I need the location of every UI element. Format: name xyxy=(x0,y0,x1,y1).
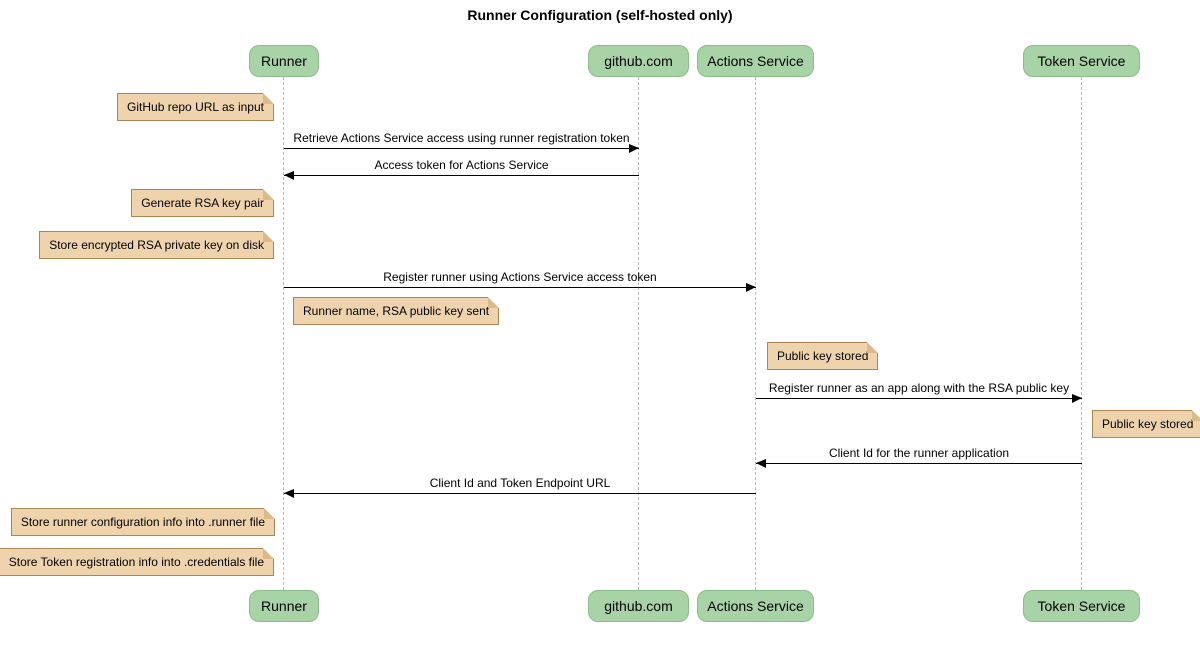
participant-token-service-top: Token Service xyxy=(1023,45,1140,77)
message-label: Client Id and Token Endpoint URL xyxy=(429,476,611,490)
lifeline-token-service xyxy=(1081,77,1082,590)
arrowhead-right-icon xyxy=(629,144,639,153)
note-store-token-registration: Store Token registration info into .cred… xyxy=(0,548,275,576)
note-text: Public key stored xyxy=(777,349,869,363)
arrowhead-left-icon xyxy=(284,489,294,498)
note-public-key-stored-actions: Public key stored xyxy=(767,342,879,370)
lifeline-runner xyxy=(283,77,284,590)
message-line xyxy=(284,144,639,153)
message-label: Register runner using Actions Service ac… xyxy=(383,270,657,284)
message-line xyxy=(756,394,1082,403)
arrowhead-right-icon xyxy=(1072,394,1082,403)
message-line xyxy=(284,171,639,180)
note-text: Public key stored xyxy=(1102,417,1194,431)
note-github-repo-url: GitHub repo URL as input xyxy=(117,93,274,121)
message-label: Client Id for the runner application xyxy=(828,446,1010,460)
note-store-encrypted-rsa-key: Store encrypted RSA private key on disk xyxy=(39,231,274,259)
message-line xyxy=(756,459,1082,468)
participant-github-top: github.com xyxy=(588,45,689,77)
note-text: Store runner configuration info into .ru… xyxy=(20,515,265,529)
note-public-key-stored-token: Public key stored xyxy=(1092,410,1200,438)
message-access-token: Access token for Actions Service xyxy=(284,158,639,180)
message-line xyxy=(284,283,756,292)
lifeline-actions-service xyxy=(755,77,756,590)
note-generate-rsa-key-pair: Generate RSA key pair xyxy=(131,189,274,217)
note-text: Runner name, RSA public key sent xyxy=(303,304,490,318)
participant-runner-bottom: Runner xyxy=(249,590,319,622)
participant-actions-service-top: Actions Service xyxy=(697,45,814,77)
arrowhead-left-icon xyxy=(756,459,766,468)
note-text: Store Token registration info into .cred… xyxy=(8,555,264,569)
note-store-runner-config: Store runner configuration info into .ru… xyxy=(10,508,276,536)
message-label: Access token for Actions Service xyxy=(374,158,549,172)
message-retrieve-actions-access: Retrieve Actions Service access using ru… xyxy=(284,131,639,153)
arrowhead-right-icon xyxy=(746,283,756,292)
note-runner-name-public-key: Runner name, RSA public key sent xyxy=(293,297,500,325)
participant-github-bottom: github.com xyxy=(588,590,689,622)
message-register-runner-app: Register runner as an app along with the… xyxy=(756,381,1082,403)
note-text: Store encrypted RSA private key on disk xyxy=(49,238,264,252)
arrowhead-left-icon xyxy=(284,171,294,180)
participant-actions-service-bottom: Actions Service xyxy=(697,590,814,622)
lifeline-github xyxy=(638,77,639,590)
note-text: Generate RSA key pair xyxy=(141,196,264,210)
message-client-id-endpoint: Client Id and Token Endpoint URL xyxy=(284,476,756,498)
note-text: GitHub repo URL as input xyxy=(127,100,264,114)
message-register-runner: Register runner using Actions Service ac… xyxy=(284,270,756,292)
message-label: Register runner as an app along with the… xyxy=(768,381,1070,395)
participant-token-service-bottom: Token Service xyxy=(1023,590,1140,622)
message-line xyxy=(284,489,756,498)
message-client-id-runner-app: Client Id for the runner application xyxy=(756,446,1082,468)
message-label: Retrieve Actions Service access using ru… xyxy=(293,131,630,145)
participant-runner-top: Runner xyxy=(249,45,319,77)
diagram-title: Runner Configuration (self-hosted only) xyxy=(467,7,733,23)
